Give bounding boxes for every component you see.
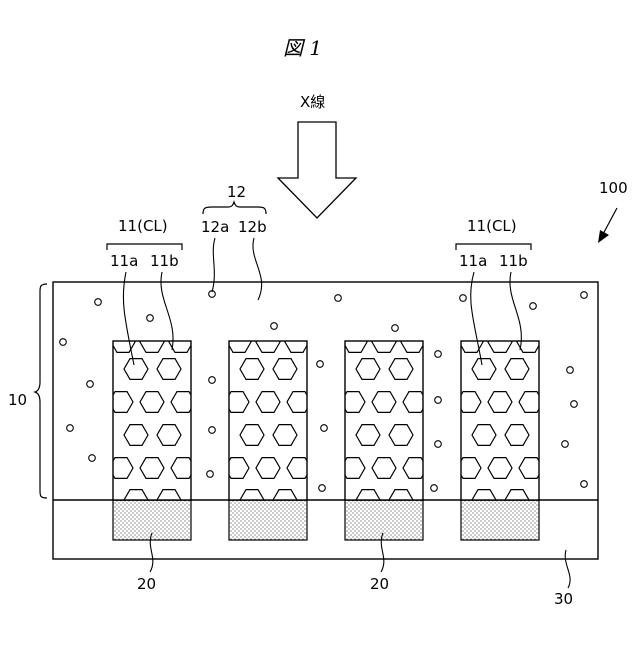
matrix-particle [67,425,74,432]
cell-3 [345,341,423,500]
matrix-particle [435,397,442,404]
matrix-particle [567,367,574,374]
matrix-particle [271,323,278,330]
matrix-particle [87,381,94,388]
cell-right-a-label: 11a [459,252,487,270]
matrix-particle [530,303,537,310]
matrix-particle [317,361,324,368]
matrix-particle [562,441,569,448]
matrix-particle [321,425,328,432]
xray-label: X線 [300,93,325,111]
cell-right-b-label: 11b [499,252,528,270]
cell-4 [461,341,539,500]
matrix-label: 12 [227,183,246,201]
photodetector-2 [229,500,307,540]
matrix-particle [571,401,578,408]
sensor-arrow-head [598,230,609,243]
leader-substrate [565,550,570,588]
matrix-particle [581,292,588,299]
leader-matrix-b [253,238,262,300]
photodetector-label-2: 20 [370,575,389,593]
matrix-particle [392,325,399,332]
cell-right-brace [456,244,531,250]
photodetector-3 [345,500,423,540]
matrix-particle [147,315,154,322]
matrix-a-label: 12a [201,218,229,236]
cell-2 [229,341,307,500]
matrix-particle [60,339,67,346]
matrix-particle [431,485,438,492]
photodetector-4 [461,500,539,540]
cell-left-b-label: 11b [150,252,179,270]
matrix-particle [207,471,214,478]
layer-brace [35,284,47,498]
matrix-b-label: 12b [238,218,267,236]
matrix-particle [89,455,96,462]
layer-label: 10 [8,391,27,409]
substrate-label: 30 [554,590,573,608]
cell-right-label: 11(CL) [467,217,517,235]
matrix-particle [95,299,102,306]
leader-right-b [510,272,521,350]
matrix-particle [209,427,216,434]
matrix-particle [581,481,588,488]
cell-left-label: 11(CL) [118,217,168,235]
cell-left-a-label: 11a [110,252,138,270]
cell-left-brace [107,244,182,250]
xray-arrow [278,122,356,218]
matrix-brace [203,202,266,214]
photodetector-label-1: 20 [137,575,156,593]
matrix-particle [209,377,216,384]
matrix-particle [335,295,342,302]
cell-1 [113,341,191,500]
figure-title: 図 1 [283,36,322,60]
matrix-particle [460,295,467,302]
sensor-label: 100 [599,179,628,197]
leader-left-b [161,272,173,350]
leader-matrix-a [212,238,215,292]
sensor-arrow-line [602,208,617,236]
matrix-particle [319,485,326,492]
matrix-particle [435,351,442,358]
matrix-particle [435,441,442,448]
